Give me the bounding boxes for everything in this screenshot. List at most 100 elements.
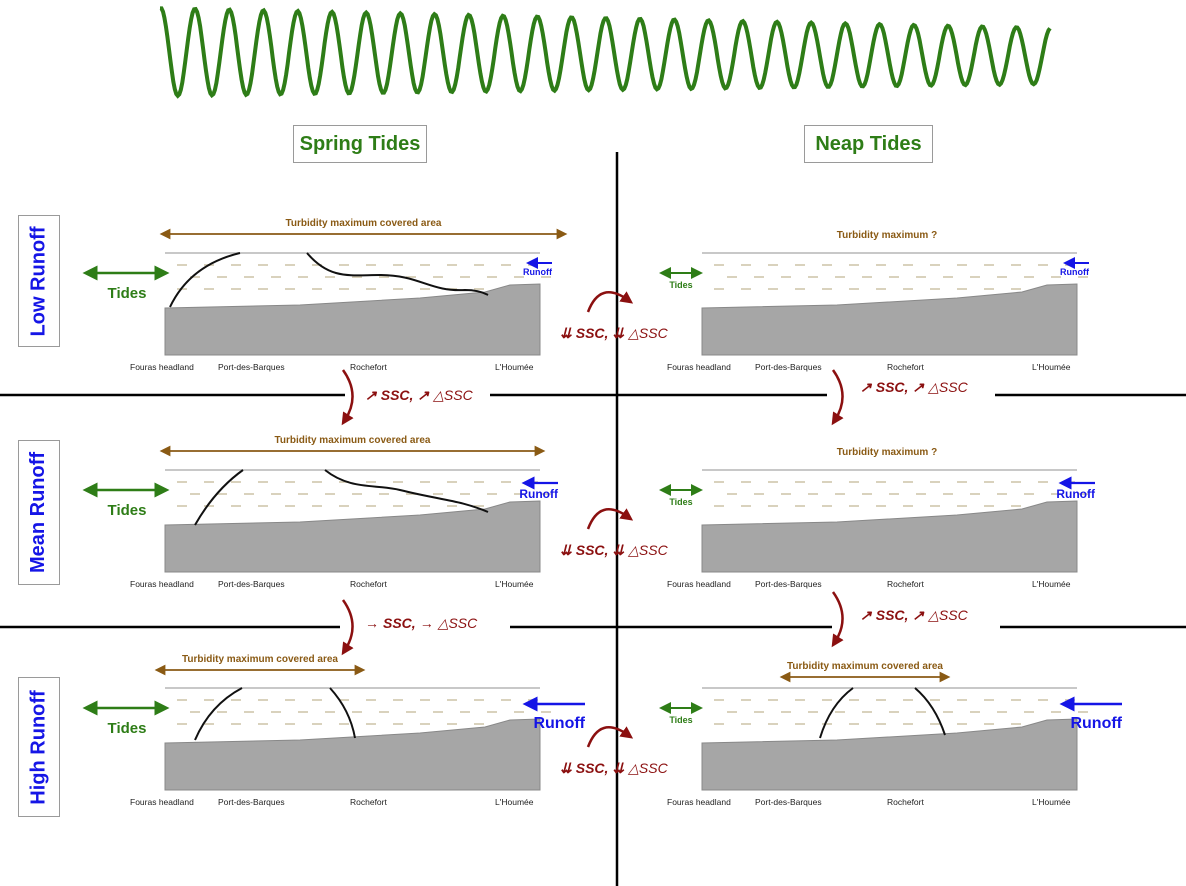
transition-text: ⇊SSC,⇊△SSC bbox=[560, 325, 669, 341]
place-label: Rochefort bbox=[350, 362, 387, 372]
estuary-bed bbox=[164, 500, 541, 573]
transition-arrow-glyph: ⇊ bbox=[560, 542, 572, 558]
runoff-label: Runoff bbox=[1070, 715, 1122, 732]
high-runoff-row-label: High Runoff bbox=[18, 677, 60, 817]
runoff-label: Runoff bbox=[1056, 487, 1096, 501]
transition-arrow-glyph: ↗ bbox=[912, 607, 925, 623]
ssc-label: SSC, bbox=[876, 607, 909, 623]
place-label: Port-des-Barques bbox=[755, 579, 822, 589]
transition-text: ↗SSC,↗△SSC bbox=[365, 387, 474, 403]
low-runoff-row-label: Low Runoff bbox=[18, 215, 60, 347]
spring-tides-header: Spring Tides bbox=[293, 125, 427, 163]
tides-label: Tides bbox=[669, 715, 692, 725]
transition-arrow-glyph: ⇊ bbox=[560, 325, 572, 341]
turbidity-unknown-label: Turbidity maximum ? bbox=[837, 230, 937, 241]
transition-arrow-glyph: ⇊ bbox=[560, 760, 572, 776]
transition-arrow-glyph: ↗ bbox=[912, 379, 925, 395]
place-label: Rochefort bbox=[887, 797, 924, 807]
ssc-label: SSC, bbox=[576, 760, 609, 776]
tidal-signal-wave bbox=[159, 6, 1052, 99]
spring-to-neap-curved-arrow bbox=[586, 508, 634, 530]
transition-arrow-glyph: ↗ bbox=[365, 387, 378, 403]
place-label: L'Houmée bbox=[1032, 797, 1071, 807]
spring-to-neap-curved-arrow bbox=[586, 726, 634, 748]
spring-to-neap-curved-arrow bbox=[586, 291, 634, 313]
delta-ssc-label: △SSC bbox=[627, 760, 668, 776]
place-label: L'Houmée bbox=[1032, 362, 1071, 372]
mean-runoff-text: Mean Runoff bbox=[27, 451, 50, 574]
place-label: Port-des-Barques bbox=[755, 797, 822, 807]
transition-arrow-glyph: → bbox=[420, 615, 434, 631]
tides-label: Tides bbox=[108, 720, 147, 737]
tides-label: Tides bbox=[669, 280, 692, 290]
ssc-label: SSC, bbox=[576, 325, 609, 341]
mean-runoff-row-label: Mean Runoff bbox=[18, 440, 60, 585]
turbidity-limit-curve bbox=[306, 252, 489, 296]
place-label: L'Houmée bbox=[495, 579, 534, 589]
turbidity-limit-curve bbox=[914, 687, 946, 736]
ssc-label: SSC, bbox=[383, 615, 416, 631]
delta-ssc-label: △SSC bbox=[927, 379, 968, 395]
ssc-label: SSC, bbox=[876, 379, 909, 395]
place-label: L'Houmée bbox=[1032, 579, 1071, 589]
runoff-label: Runoff bbox=[1060, 267, 1090, 277]
transition-arrow-glyph: ⇊ bbox=[612, 542, 624, 558]
runoff-transition-curved-arrow bbox=[831, 369, 844, 426]
estuary-bed bbox=[164, 283, 541, 356]
turbidity-unknown-label: Turbidity maximum ? bbox=[837, 447, 937, 458]
runoff-transition-curved-arrow bbox=[831, 591, 844, 648]
spring-tides-label: Spring Tides bbox=[299, 132, 421, 155]
place-label: Fouras headland bbox=[130, 797, 194, 807]
neap-tides-label: Neap Tides bbox=[815, 132, 922, 155]
covered-area-label: Turbidity maximum covered area bbox=[286, 218, 442, 229]
place-label: Fouras headland bbox=[130, 362, 194, 372]
place-label: L'Houmée bbox=[495, 362, 534, 372]
covered-area-label: Turbidity maximum covered area bbox=[787, 661, 943, 672]
place-label: Fouras headland bbox=[667, 797, 731, 807]
covered-area-label: Turbidity maximum covered area bbox=[182, 654, 338, 665]
estuary-bed bbox=[701, 283, 1078, 356]
place-label: Rochefort bbox=[350, 797, 387, 807]
high-runoff-text: High Runoff bbox=[27, 689, 50, 805]
tides-label: Tides bbox=[108, 285, 147, 302]
place-label: Fouras headland bbox=[667, 362, 731, 372]
estuary-bed bbox=[701, 500, 1078, 573]
estuary-bed bbox=[164, 718, 541, 791]
place-label: L'Houmée bbox=[495, 797, 534, 807]
turbidity-limit-curve bbox=[169, 252, 241, 308]
place-label: Port-des-Barques bbox=[755, 362, 822, 372]
place-label: Fouras headland bbox=[130, 579, 194, 589]
transition-text: ↗SSC,↗△SSC bbox=[860, 607, 969, 623]
transition-arrow-glyph: ↗ bbox=[417, 387, 430, 403]
transition-text: ⇊SSC,⇊△SSC bbox=[560, 542, 669, 558]
ssc-label: SSC, bbox=[576, 542, 609, 558]
delta-ssc-label: △SSC bbox=[627, 325, 668, 341]
transition-arrow-glyph: ⇊ bbox=[612, 760, 624, 776]
tides-label: Tides bbox=[669, 497, 692, 507]
turbidity-limit-curve bbox=[329, 687, 356, 739]
runoff-transition-curved-arrow bbox=[341, 599, 354, 656]
turbidity-limit-curve bbox=[194, 469, 244, 526]
transition-arrow-glyph: ⇊ bbox=[612, 325, 624, 341]
place-label: Fouras headland bbox=[667, 579, 731, 589]
place-label: Rochefort bbox=[350, 579, 387, 589]
low-runoff-text: Low Runoff bbox=[27, 226, 50, 336]
transition-arrow-glyph: ↗ bbox=[860, 607, 873, 623]
runoff-label: Runoff bbox=[523, 267, 553, 277]
ssc-label: SSC, bbox=[381, 387, 414, 403]
transition-arrow-glyph: → bbox=[365, 615, 379, 631]
covered-area-label: Turbidity maximum covered area bbox=[275, 435, 431, 446]
place-label: Port-des-Barques bbox=[218, 362, 285, 372]
turbidity-limit-curve bbox=[324, 469, 489, 513]
transition-text: ⇊SSC,⇊△SSC bbox=[560, 760, 669, 776]
neap-tides-header: Neap Tides bbox=[804, 125, 933, 163]
runoff-label: Runoff bbox=[533, 715, 585, 732]
delta-ssc-label: △SSC bbox=[927, 607, 968, 623]
transition-text: ↗SSC,↗△SSC bbox=[860, 379, 969, 395]
transition-text: →SSC,→△SSC bbox=[365, 615, 478, 631]
delta-ssc-label: △SSC bbox=[627, 542, 668, 558]
estuary-bed bbox=[701, 718, 1078, 791]
place-label: Rochefort bbox=[887, 362, 924, 372]
place-label: Rochefort bbox=[887, 579, 924, 589]
